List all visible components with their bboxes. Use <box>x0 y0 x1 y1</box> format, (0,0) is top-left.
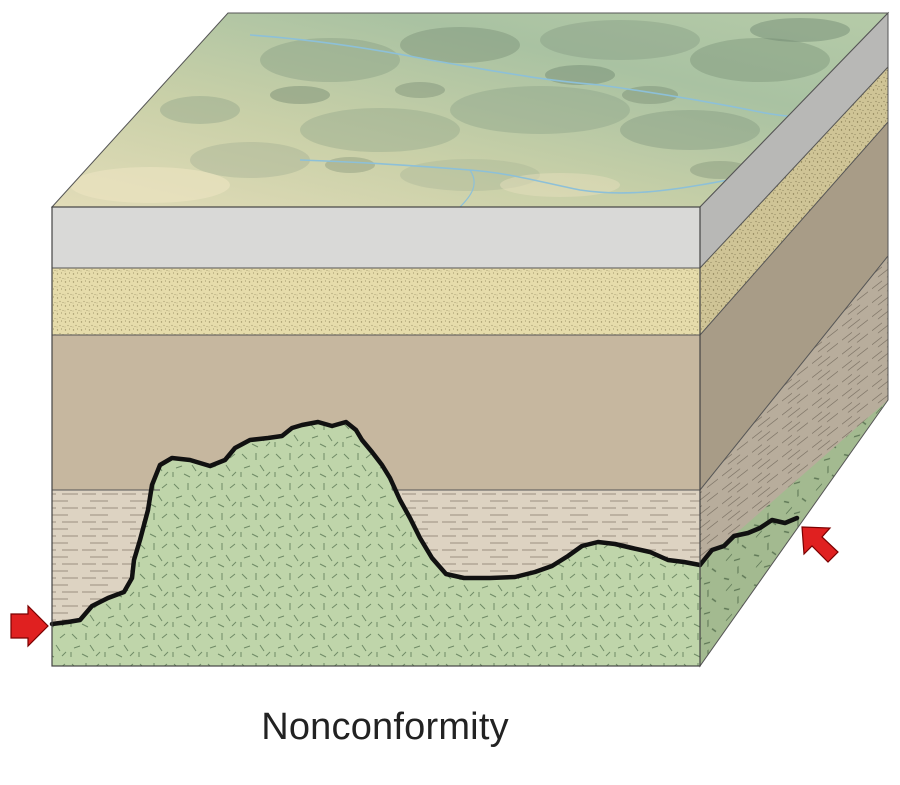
red-arrow-upleft-icon <box>801 526 839 563</box>
layer-sandstone <box>52 268 700 335</box>
layer-topsoil <box>52 207 700 268</box>
igneous-body <box>52 422 700 666</box>
diagram-caption: Nonconformity <box>261 706 509 748</box>
landscape-top-surface <box>50 12 890 208</box>
block-diagram <box>10 11 890 668</box>
unconformity-line-side <box>697 515 800 568</box>
front-face <box>49 206 703 667</box>
unconformity-line-front <box>49 419 703 627</box>
red-arrow-right-icon <box>10 604 49 648</box>
